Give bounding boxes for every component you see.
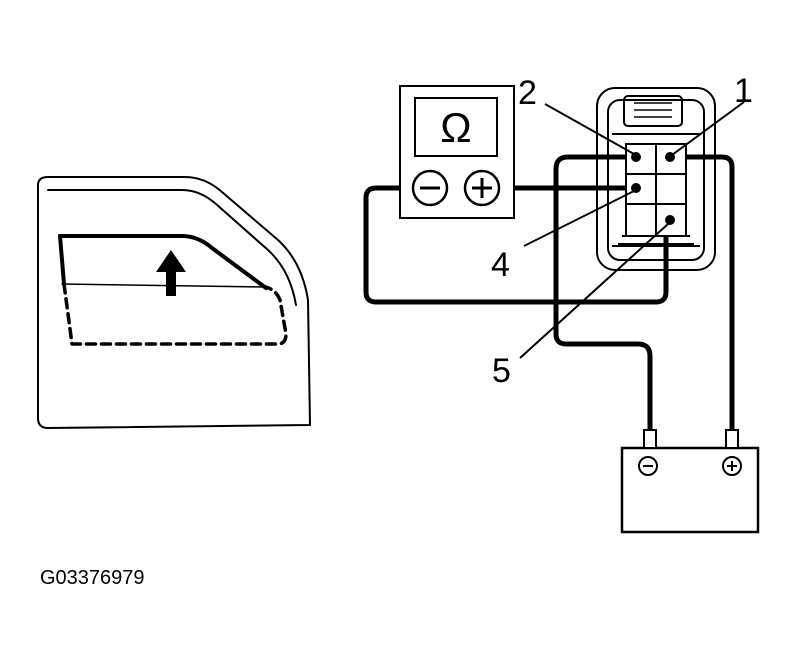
connector-inner-housing (607, 99, 705, 261)
callout-2: 2 (518, 74, 537, 112)
battery (620, 429, 760, 534)
terminal-5 (665, 215, 675, 225)
figure-code: G03376979 (40, 567, 145, 589)
ohmmeter-display (414, 97, 498, 157)
callout-4: 4 (491, 246, 510, 284)
callout-5: 5 (492, 352, 511, 390)
connector-latch (623, 95, 683, 127)
window-lowered-outline (62, 282, 288, 346)
wire-meter-negative (363, 185, 669, 305)
window-glass-edge (58, 234, 66, 286)
window-up-arrow-icon (156, 250, 186, 296)
car-door (37, 176, 311, 429)
latch-ridges (634, 102, 672, 118)
leader-1 (671, 101, 745, 156)
callout-1: 1 (734, 72, 753, 110)
door-outline (37, 176, 311, 429)
window-glass-top (58, 234, 268, 290)
callout-leaders (519, 101, 745, 359)
leader-4 (523, 190, 635, 247)
leader-2 (544, 103, 635, 155)
battery-negative-post (643, 429, 657, 449)
wire-battery-negative (553, 154, 653, 443)
battery-positive-post (725, 429, 739, 449)
door-belt-line (61, 283, 267, 288)
ohm-symbol: Ω (440, 104, 471, 151)
switch-connector (596, 87, 716, 271)
connector-outer-housing (596, 87, 716, 271)
leader-5 (519, 223, 669, 359)
plus-sign-icon (727, 461, 737, 471)
plus-sign-icon (472, 178, 492, 198)
window-frame (47, 189, 297, 306)
wiring (363, 154, 735, 443)
ohmmeter: Ω (399, 85, 515, 219)
wire-battery-positive (667, 154, 735, 443)
